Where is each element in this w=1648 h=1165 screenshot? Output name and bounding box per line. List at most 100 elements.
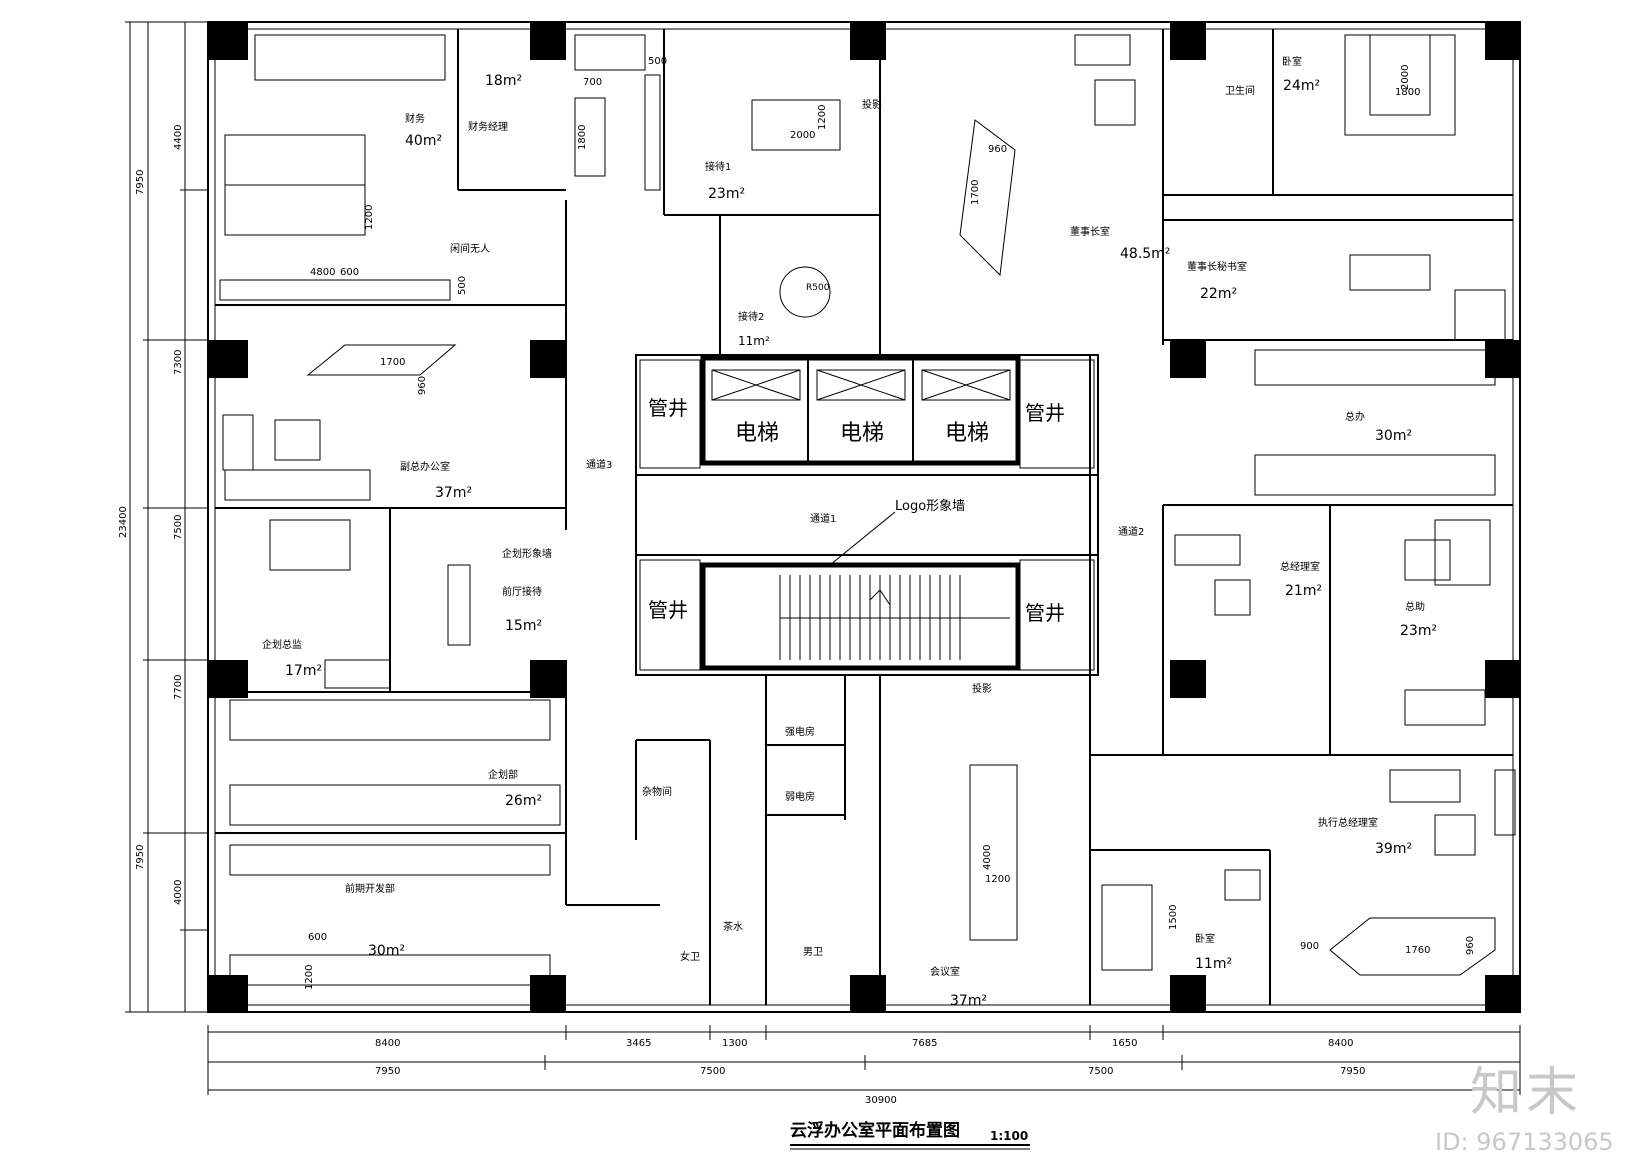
dim-label: 7950 bbox=[375, 1066, 400, 1077]
dim-label: 2000 bbox=[1400, 65, 1411, 90]
bottom-dimensions: 8400 3465 1300 7685 1650 8400 7950 7500 … bbox=[207, 1025, 1521, 1106]
room-area: 17m² bbox=[285, 663, 322, 679]
room-area: 18m² bbox=[485, 73, 522, 89]
room-area: 21m² bbox=[1285, 583, 1322, 599]
logo-wall-label: Logo形象墙 bbox=[895, 499, 965, 514]
room-area: 22m² bbox=[1200, 286, 1237, 302]
room-name: 执行总经理室 bbox=[1318, 816, 1378, 829]
room-name: 女卫 bbox=[680, 950, 700, 963]
misc-label: 投影 bbox=[862, 98, 882, 111]
dim-label: 7950 bbox=[135, 170, 146, 195]
corridor-label: 通道1 bbox=[810, 512, 836, 525]
room-labels: 财务 40m² 财务经理 18m² 接待1 23m² 接待2 11m² 董事长室… bbox=[262, 55, 1437, 1009]
room-name: 总办 bbox=[1345, 410, 1365, 423]
dim-label: 4000 bbox=[982, 845, 993, 870]
misc-label: 通道3 bbox=[586, 458, 612, 471]
dim-label: 960 bbox=[417, 376, 428, 395]
shaft-label: 管井 bbox=[1025, 401, 1065, 425]
room-area: 23m² bbox=[708, 186, 745, 202]
elevator-car bbox=[921, 369, 1011, 401]
dim-label: R500 bbox=[806, 283, 830, 293]
elevator-label: 电梯 bbox=[735, 421, 779, 446]
dim-label: 7950 bbox=[135, 845, 146, 870]
room-name: 企划总监 bbox=[262, 638, 302, 651]
dim-label: 8400 bbox=[375, 1038, 400, 1049]
room-area: 39m² bbox=[1375, 841, 1412, 857]
dim-label: 1800 bbox=[1395, 87, 1420, 98]
misc-label: 强电房 bbox=[785, 725, 815, 738]
room-area: 23m² bbox=[1400, 623, 1437, 639]
room-area: 11m² bbox=[1195, 956, 1232, 972]
dim-label: 1700 bbox=[970, 180, 981, 205]
room-name: 杂物间 bbox=[642, 785, 672, 798]
dim-label: 7685 bbox=[912, 1038, 937, 1049]
room-area: 15m² bbox=[505, 618, 542, 634]
room-name: 董事长室 bbox=[1070, 225, 1110, 238]
dim-label: 1200 bbox=[985, 874, 1010, 885]
room-name: 副总办公室 bbox=[400, 460, 450, 473]
room-name: 会议室 bbox=[930, 965, 960, 978]
dim-label: 500 bbox=[648, 56, 667, 67]
room-area: 37m² bbox=[435, 485, 472, 501]
dim-label: 7300 bbox=[173, 350, 184, 375]
shaft-label: 管井 bbox=[1025, 601, 1065, 625]
drawing-title-text: 云浮办公室平面布置图 bbox=[790, 1120, 960, 1141]
room-name: 接待2 bbox=[738, 310, 764, 323]
dim-label: 30900 bbox=[865, 1095, 897, 1106]
misc-label: 弱电房 bbox=[785, 790, 815, 803]
shaft-label: 管井 bbox=[648, 598, 688, 622]
room-name: 财务 bbox=[405, 112, 425, 125]
outer-wall bbox=[207, 21, 1521, 1013]
room-area: 24m² bbox=[1283, 78, 1320, 94]
dim-label: 900 bbox=[1300, 941, 1319, 952]
outer-wall-inner bbox=[214, 28, 1514, 1006]
dim-label: 1500 bbox=[1168, 905, 1179, 930]
room-name: 卫生间 bbox=[1225, 84, 1255, 97]
dim-label: 960 bbox=[1465, 936, 1476, 955]
dim-label: 600 bbox=[340, 267, 359, 278]
dim-label: 1200 bbox=[304, 965, 315, 990]
room-area: 26m² bbox=[505, 793, 542, 809]
furniture-dimensions: 700 1800 500 2000 1200 960 1700 2000 180… bbox=[304, 56, 1476, 990]
misc-label: 茶水 bbox=[723, 920, 743, 933]
dim-label: 700 bbox=[583, 77, 602, 88]
watermark-logo: 知末 bbox=[1470, 1063, 1583, 1123]
dim-label: 2000 bbox=[790, 130, 815, 141]
dim-label: 3465 bbox=[626, 1038, 651, 1049]
misc-label: 企划形象墙 bbox=[502, 547, 552, 560]
dim-label: 1800 bbox=[577, 125, 588, 150]
dim-label: 4000 bbox=[173, 880, 184, 905]
shaft-label: 管井 bbox=[648, 396, 688, 420]
room-area: 11m² bbox=[738, 334, 770, 348]
dim-label: 1200 bbox=[364, 205, 375, 230]
dim-label: 7500 bbox=[173, 515, 184, 540]
dim-label: 23400 bbox=[118, 506, 129, 538]
room-name: 董事长秘书室 bbox=[1187, 260, 1247, 273]
room-name: 总经理室 bbox=[1280, 560, 1320, 573]
room-area: 48.5m² bbox=[1120, 246, 1170, 262]
drawing-title: 云浮办公室平面布置图 1:100 bbox=[790, 1120, 1030, 1150]
drawing-scale: 1:100 bbox=[990, 1129, 1028, 1143]
dim-label: 960 bbox=[988, 144, 1007, 155]
interior-walls bbox=[215, 29, 1513, 1005]
room-name: 卧室 bbox=[1195, 932, 1215, 945]
dim-label: 500 bbox=[457, 276, 468, 295]
dim-label: 4800 bbox=[310, 267, 335, 278]
dim-label: 8400 bbox=[1328, 1038, 1353, 1049]
dim-label: 7700 bbox=[173, 675, 184, 700]
dim-label: 7500 bbox=[700, 1066, 725, 1077]
room-name: 财务经理 bbox=[468, 120, 508, 133]
room-name: 前期开发部 bbox=[345, 882, 395, 895]
misc-label: 通道2 bbox=[1118, 525, 1144, 538]
room-name: 总助 bbox=[1405, 600, 1425, 613]
room-name: 前厅接待 bbox=[502, 585, 542, 598]
watermark-id: ID: 967133065 bbox=[1435, 1128, 1614, 1156]
elevator-label: 电梯 bbox=[840, 421, 884, 446]
room-name: 企划部 bbox=[488, 768, 518, 781]
room-area: 37m² bbox=[950, 993, 987, 1009]
staircase bbox=[779, 575, 1010, 660]
elevator-label: 电梯 bbox=[945, 421, 989, 446]
dim-label: 1760 bbox=[1405, 945, 1430, 956]
room-area: 30m² bbox=[368, 943, 405, 959]
